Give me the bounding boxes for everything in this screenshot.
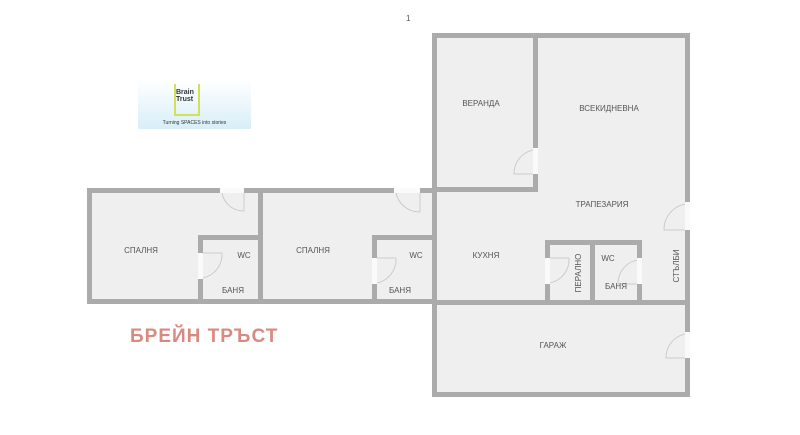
- label-stairs: СТЪЛБИ: [672, 249, 681, 282]
- logo-tagline: Turning SPACES into stories: [162, 120, 227, 126]
- door-swing: [549, 257, 570, 284]
- logo-line2: Trust: [176, 96, 194, 103]
- door-swing: [663, 203, 686, 231]
- page-number: 1: [406, 14, 411, 23]
- door-swing: [221, 192, 245, 212]
- door-bath3: [637, 258, 642, 284]
- door-swing: [513, 149, 534, 175]
- label-bath2: БАНЯ: [389, 286, 411, 295]
- door-bedroom1: [220, 188, 244, 193]
- watermark-text: БРЕЙН ТРЪСТ: [130, 326, 279, 347]
- label-veranda: ВЕРАНДА: [462, 99, 500, 108]
- door-living: [685, 202, 690, 230]
- label-garage: ГАРАЖ: [540, 341, 567, 350]
- label-bath3: БАНЯ: [605, 282, 627, 291]
- label-living: ВСЕКИДНЕВНА: [579, 104, 639, 113]
- door-laundry: [545, 258, 550, 284]
- label-laundry: ПЕРАЛНО: [574, 254, 583, 293]
- door-bath2: [372, 258, 377, 284]
- bath1-floor: [203, 240, 258, 299]
- bath2-floor: [377, 240, 432, 299]
- label-wc1: WC: [237, 251, 251, 260]
- door-bedroom2: [394, 188, 420, 193]
- label-dining: ТРАПЕЗАРИЯ: [576, 200, 629, 209]
- door-swing: [376, 257, 397, 284]
- door-swing: [395, 192, 421, 213]
- house-icon: [174, 84, 200, 116]
- laundry-floor: [550, 245, 590, 300]
- label-bedroom1: СПАЛНЯ: [124, 246, 158, 255]
- bath3-floor: [595, 245, 637, 300]
- door-swing: [665, 333, 686, 359]
- label-bath1: БАНЯ: [222, 286, 244, 295]
- kitchen-floor: [437, 192, 538, 300]
- label-wc3: WC: [601, 254, 615, 263]
- logo-line1: Brain: [176, 89, 194, 96]
- label-wc2: WC: [409, 251, 423, 260]
- door-swing: [617, 259, 638, 285]
- veranda-floor: [437, 38, 533, 187]
- door-swing: [202, 252, 223, 279]
- door-garage: [685, 332, 690, 358]
- garage-floor: [437, 305, 685, 392]
- label-kitchen: КУХНЯ: [473, 251, 500, 260]
- door-bath1: [198, 253, 203, 279]
- label-bedroom2: СПАЛНЯ: [296, 246, 330, 255]
- door-veranda: [533, 148, 538, 174]
